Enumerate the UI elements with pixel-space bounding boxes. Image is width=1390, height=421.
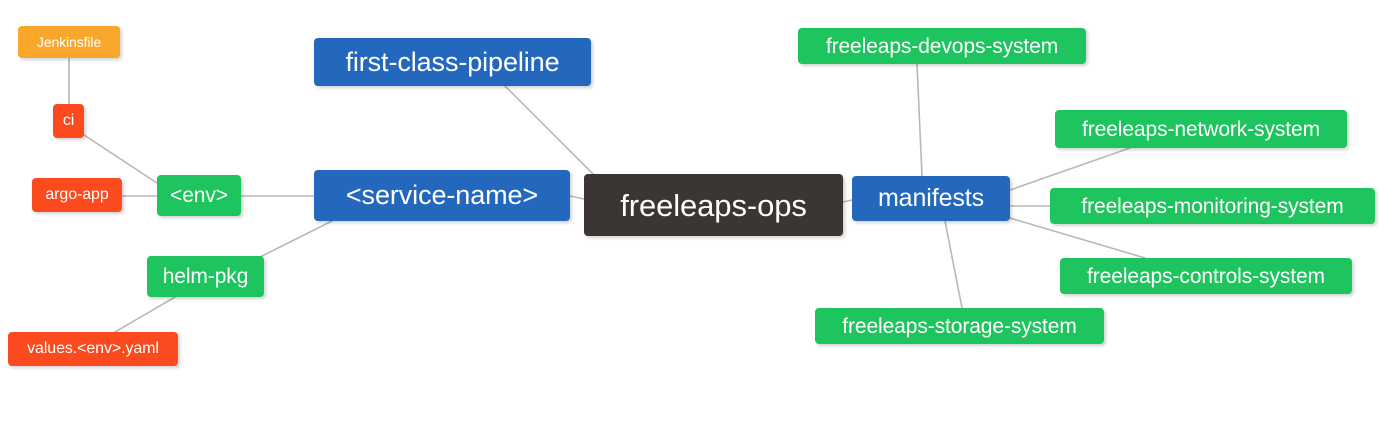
node-label-ci: ci <box>62 112 75 129</box>
node-label-freeleaps-devops-system: freeleaps-devops-system <box>825 34 1059 58</box>
node-label-freeleaps-storage-system: freeleaps-storage-system <box>842 314 1077 338</box>
node-label-env: <env> <box>170 184 228 207</box>
edge-manifests-to-freeleaps-devops-system <box>916 63 923 177</box>
node-freeleaps-controls-system[interactable]: freeleaps-controls-system <box>1060 258 1352 294</box>
edge-freeleaps-ops-to-manifests <box>842 199 853 203</box>
node-label-freeleaps-monitoring-system: freeleaps-monitoring-system <box>1081 194 1344 218</box>
node-label-argo-app: argo-app <box>45 186 109 203</box>
node-jenkinsfile[interactable]: Jenkinsfile <box>18 26 120 58</box>
node-first-class-pipeline[interactable]: first-class-pipeline <box>314 38 591 86</box>
node-freeleaps-storage-system[interactable]: freeleaps-storage-system <box>815 308 1104 344</box>
node-label-freeleaps-network-system: freeleaps-network-system <box>1081 117 1320 141</box>
node-label-jenkinsfile: Jenkinsfile <box>36 34 102 50</box>
node-label-freeleaps-controls-system: freeleaps-controls-system <box>1087 264 1325 288</box>
node-label-service-name: <service-name> <box>345 180 539 210</box>
node-freeleaps-ops[interactable]: freeleaps-ops <box>584 174 843 236</box>
node-manifests[interactable]: manifests <box>852 176 1010 221</box>
node-env[interactable]: <env> <box>157 175 241 216</box>
edge-helm-pkg-to-values-env-yaml <box>114 296 176 333</box>
node-label-manifests: manifests <box>877 184 985 212</box>
node-values-env-yaml[interactable]: values.<env>.yaml <box>8 332 178 366</box>
node-freeleaps-monitoring-system[interactable]: freeleaps-monitoring-system <box>1050 188 1375 224</box>
edge-freeleaps-ops-to-service-name <box>569 195 585 200</box>
node-label-first-class-pipeline: first-class-pipeline <box>345 46 560 77</box>
node-service-name[interactable]: <service-name> <box>314 170 570 221</box>
node-argo-app[interactable]: argo-app <box>32 178 122 212</box>
node-label-values-env-yaml: values.<env>.yaml <box>27 340 159 357</box>
node-label-freeleaps-ops: freeleaps-ops <box>620 187 807 223</box>
edge-manifests-to-freeleaps-storage-system <box>944 220 963 309</box>
node-label-helm-pkg: helm-pkg <box>162 265 249 288</box>
edge-manifests-to-freeleaps-network-system <box>1009 147 1131 191</box>
node-freeleaps-devops-system[interactable]: freeleaps-devops-system <box>798 28 1086 64</box>
node-freeleaps-network-system[interactable]: freeleaps-network-system <box>1055 110 1347 148</box>
edge-freeleaps-ops-to-first-class-pipeline <box>504 85 597 178</box>
node-ci[interactable]: ci <box>53 104 84 138</box>
node-helm-pkg[interactable]: helm-pkg <box>147 256 264 297</box>
edge-manifests-to-freeleaps-controls-system <box>1009 217 1146 259</box>
